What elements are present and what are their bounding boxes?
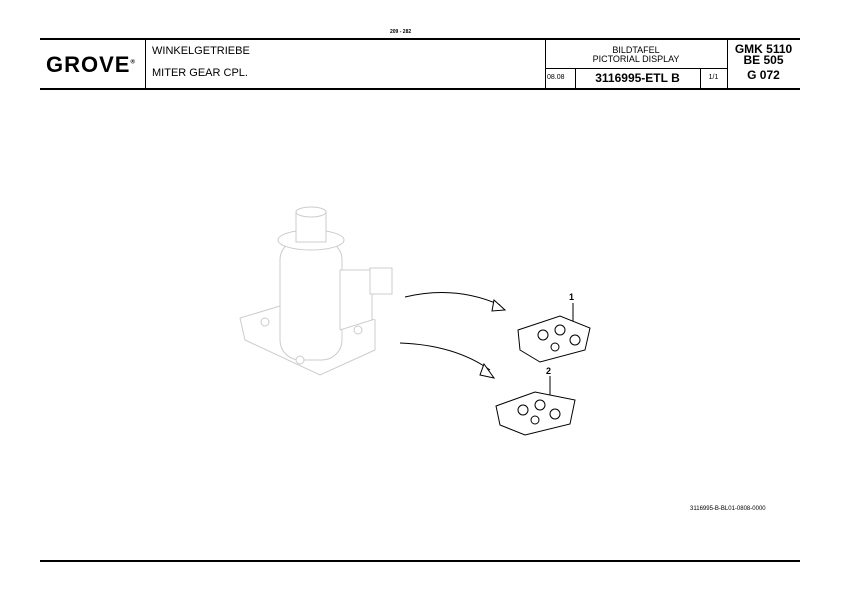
model-block: GMK 5110 BE 505 G 072	[727, 42, 800, 82]
group-number: G 072	[747, 68, 780, 82]
be-number: BE 505	[743, 53, 784, 67]
title-de: WINKELGETRIEBE	[152, 45, 250, 57]
display-de: BILDTAFEL	[612, 45, 660, 55]
miter-gear-housing	[239, 206, 393, 376]
title-en: MITER GEAR CPL.	[152, 67, 248, 79]
top-code: 209 - 282	[390, 29, 412, 35]
bottom-rule	[40, 560, 800, 562]
grove-logo: GROVE®	[46, 52, 136, 77]
page-number: 1/1	[708, 74, 719, 81]
model: GMK 5110	[734, 42, 793, 56]
arrows	[399, 292, 574, 395]
drawing-reference: 3116995-B-BL01-0808-0000	[690, 506, 766, 512]
callout-1: 1	[569, 292, 575, 302]
title-block: GROVE® WINKELGETRIEBE MITER GEAR CPL. BI…	[40, 38, 800, 90]
doc-number: 3116995-ETL B	[595, 71, 680, 85]
display-label: BILDTAFEL PICTORIAL DISPLAY	[545, 46, 727, 64]
seal-kit-1	[517, 315, 591, 363]
date: 08.08	[547, 74, 565, 81]
callout-2: 2	[546, 366, 552, 376]
display-en: PICTORIAL DISPLAY	[592, 54, 680, 64]
seal-kit-2	[495, 391, 576, 436]
